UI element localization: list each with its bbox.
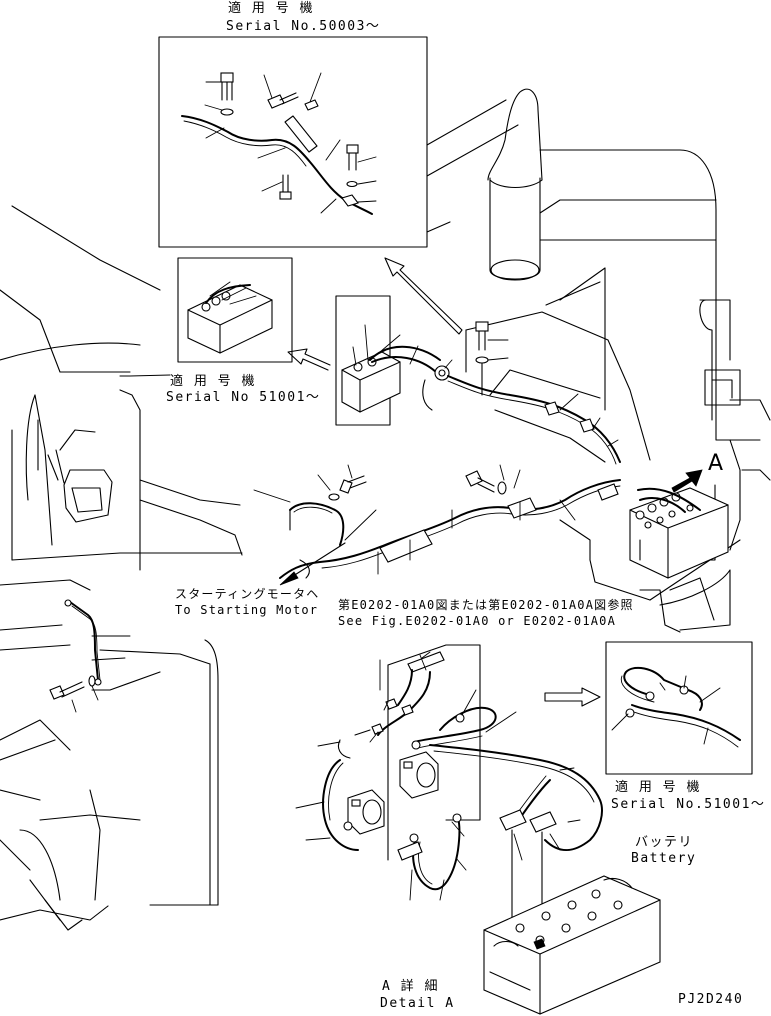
clamp-icon xyxy=(597,483,619,501)
main-battery xyxy=(629,487,729,579)
inset-right-serial-label: Serial No.51001～ xyxy=(611,797,765,812)
starter-cable xyxy=(279,479,621,579)
mirror xyxy=(63,469,113,523)
bolt-icon xyxy=(267,94,285,109)
inset-left-serial-label: Serial No 51001～ xyxy=(166,390,320,405)
bolt-icon xyxy=(475,321,489,332)
washer-icon xyxy=(475,356,489,364)
inset-top-applicable-label: 適 用 号 機 xyxy=(228,0,314,16)
arrow-to-top-inset xyxy=(384,257,463,335)
washer-icon xyxy=(220,108,234,116)
clamp-icon xyxy=(379,529,433,563)
bolt-icon xyxy=(279,191,292,200)
starting-motor-label-jp: スターティングモータヘ xyxy=(175,587,319,601)
starting-motor-label-en: To Starting Motor xyxy=(175,603,318,617)
bolt-icon xyxy=(346,144,359,154)
machine-body xyxy=(0,88,771,931)
reference-label-jp: 第E0202-01A0図または第E0202-01A0A図参照 xyxy=(338,597,634,612)
bolt-icon xyxy=(339,479,353,494)
battery-cable-loop xyxy=(413,706,497,743)
clamp-icon xyxy=(579,418,595,433)
battery-cable-main xyxy=(447,375,621,463)
inset-left-applicable-label: 適 用 号 機 xyxy=(170,373,256,389)
washer-icon xyxy=(346,180,358,188)
detail-a-pointer-arrow xyxy=(671,469,703,493)
detail-a xyxy=(295,644,661,1015)
reference-label-en: See Fig.E0202-01A0 or E0202-01A0A xyxy=(338,614,616,628)
bolt-icon xyxy=(465,470,483,487)
detail-a-label-en: Detail A xyxy=(380,996,455,1011)
detail-a-label-jp: A 詳 細 xyxy=(382,978,439,994)
washer-icon xyxy=(497,481,507,495)
inset-left-frame xyxy=(177,257,293,363)
inset-top-serial-label: Serial No.50003～ xyxy=(226,19,380,34)
washer-icon xyxy=(88,675,96,687)
bolt-icon xyxy=(49,685,65,700)
clamp-icon xyxy=(507,497,537,519)
battery-label-jp: バッテリ xyxy=(635,835,693,850)
main-cable-routing: A スターティングモータヘ xyxy=(175,295,729,628)
battery-label-en: Battery xyxy=(631,851,696,866)
drawing-code: PJ2D240 xyxy=(678,992,743,1007)
detail-a-marker: A xyxy=(708,451,723,476)
arrow-to-starting-motor xyxy=(289,542,346,579)
clamp-icon xyxy=(284,115,318,153)
battery-icon xyxy=(483,875,661,1015)
ground-strap xyxy=(69,601,99,681)
clamp-icon xyxy=(544,401,560,416)
inset-right-serial-51001: 適 用 号 機 Serial No.51001～ xyxy=(605,641,765,812)
arrow-to-right-inset xyxy=(544,687,601,707)
washer-icon xyxy=(328,493,340,501)
inset-left-serial-51001: 適 用 号 機 Serial No 51001～ xyxy=(166,257,320,405)
inset-top-frame xyxy=(158,36,428,248)
inset-right-frame xyxy=(605,641,753,775)
inset-top-serial-50003: 適 用 号 機 Serial No.50003～ xyxy=(158,0,428,248)
exhaust-stack xyxy=(489,177,541,280)
bolt-icon xyxy=(220,72,234,83)
arrow-to-left-inset xyxy=(287,348,331,371)
inset-right-applicable-label: 適 用 号 機 xyxy=(615,779,701,795)
